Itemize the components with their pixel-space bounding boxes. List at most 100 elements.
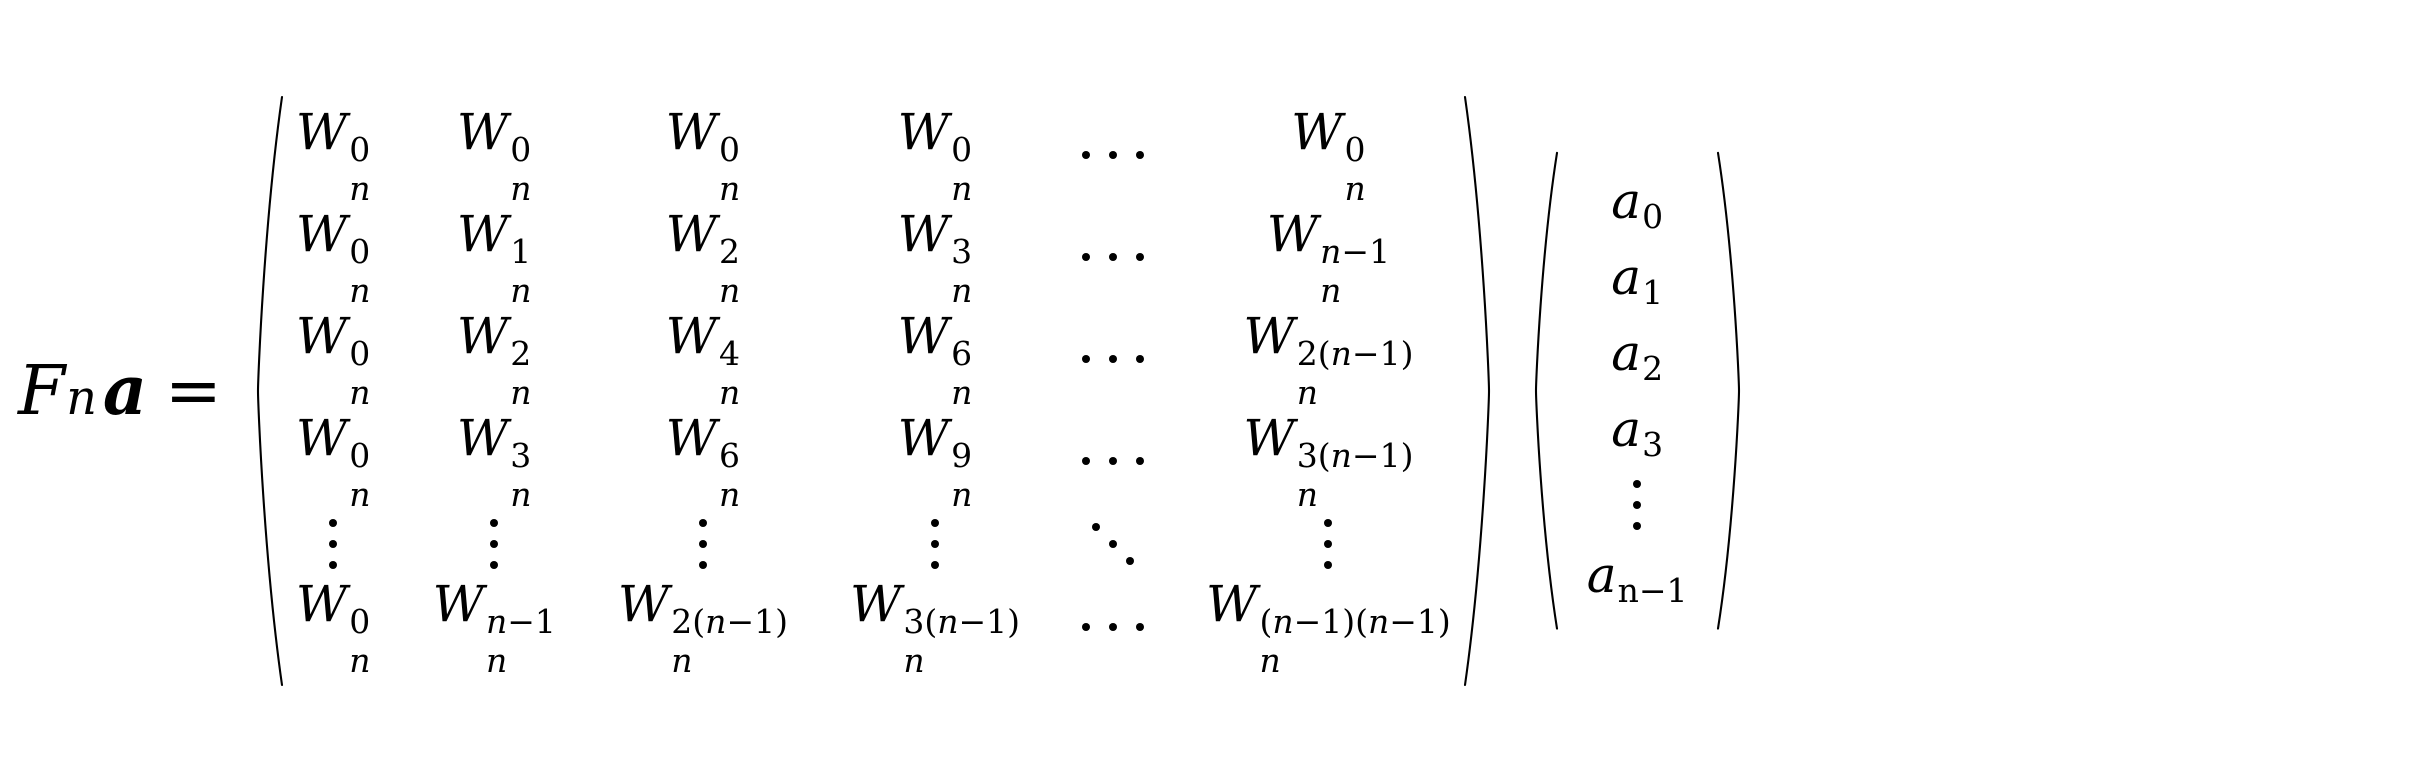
a-base-symbol: a [1611,324,1642,383]
w-subscript: n [951,169,973,208]
w-exponent: 0 [1344,130,1366,169]
w-base-symbol: W [1206,575,1258,633]
operator-symbol-F: F [18,351,66,431]
ellipsis-dot [931,519,939,527]
w-subscript: n [1320,271,1342,310]
matrix-cell [1082,623,1145,631]
ellipsis-dot [698,561,707,569]
a-base-symbol: a [1611,172,1642,231]
w-base-symbol: W [1243,307,1295,365]
w-exponent: 3 [951,232,973,271]
horizontal-ellipsis [1082,623,1145,631]
vector-cell: a0 [1611,172,1663,236]
ellipsis-dot [1136,151,1145,159]
vector-entry-a: a1 [1611,248,1663,312]
ellipsis-dot [698,540,707,548]
w-exponent: (n−1)(n−1) [1259,602,1451,641]
vertical-ellipsis [931,515,939,573]
ellipsis-dot [490,519,499,527]
w-subscript: n [510,169,532,208]
w-base-symbol: W [665,307,717,365]
w-subscript: n [510,475,532,514]
vertical-ellipsis [1324,515,1333,573]
ellipsis-dot [1126,557,1135,565]
ellipsis-dot [931,540,939,548]
ellipsis-dot [931,561,939,569]
w-exponent: 6 [719,436,740,475]
ellipsis-dot [490,540,499,548]
w-base-symbol: W [456,205,509,263]
vector-right-paren [1714,148,1744,633]
w-exponent: 0 [951,130,973,169]
matrix-left-paren [252,91,286,691]
w-exponent: 1 [510,232,532,271]
w-exponent: 4 [719,334,740,373]
matrix-cell [1324,515,1333,573]
a-index: 1 [1642,273,1664,313]
w-base-symbol: W [1266,205,1319,263]
w-exponent: 2 [510,334,532,373]
operator-subscript-n: n [66,370,97,426]
ellipsis-dot [1109,355,1118,363]
matrix-cell [698,515,707,573]
w-base-symbol: W [295,103,348,161]
w-scripts: 2(n−1)n [671,605,788,677]
ellipsis-dot [1633,521,1642,530]
vector-entry-a: a0 [1611,172,1663,236]
vector-entry-a: an−1 [1587,546,1688,610]
matrix-cell [1082,151,1145,159]
w-base-symbol: W [665,205,717,263]
vector-left-paren [1531,148,1561,633]
w-scripts: (n−1)(n−1)n [1259,605,1450,677]
w-exponent: 3(n−1) [903,602,1021,641]
w-scripts: 3(n−1)n [903,605,1020,677]
ellipsis-dot [490,561,499,569]
matrix-cell [329,515,338,573]
w-exponent: n−1 [1320,232,1391,271]
w-subscript: n [719,271,741,310]
ellipsis-dot [1082,355,1091,363]
vector-cell [1633,476,1642,534]
equals-sign: = [164,351,222,431]
w-exponent: 2(n−1) [1296,334,1414,373]
horizontal-ellipsis [1082,253,1145,261]
vertical-ellipsis [698,515,707,573]
w-subscript: n [719,475,741,514]
vertical-ellipsis [490,515,499,573]
ellipsis-dot [1092,523,1101,531]
a-index: 0 [1642,197,1664,237]
w-subscript: n [951,373,973,412]
